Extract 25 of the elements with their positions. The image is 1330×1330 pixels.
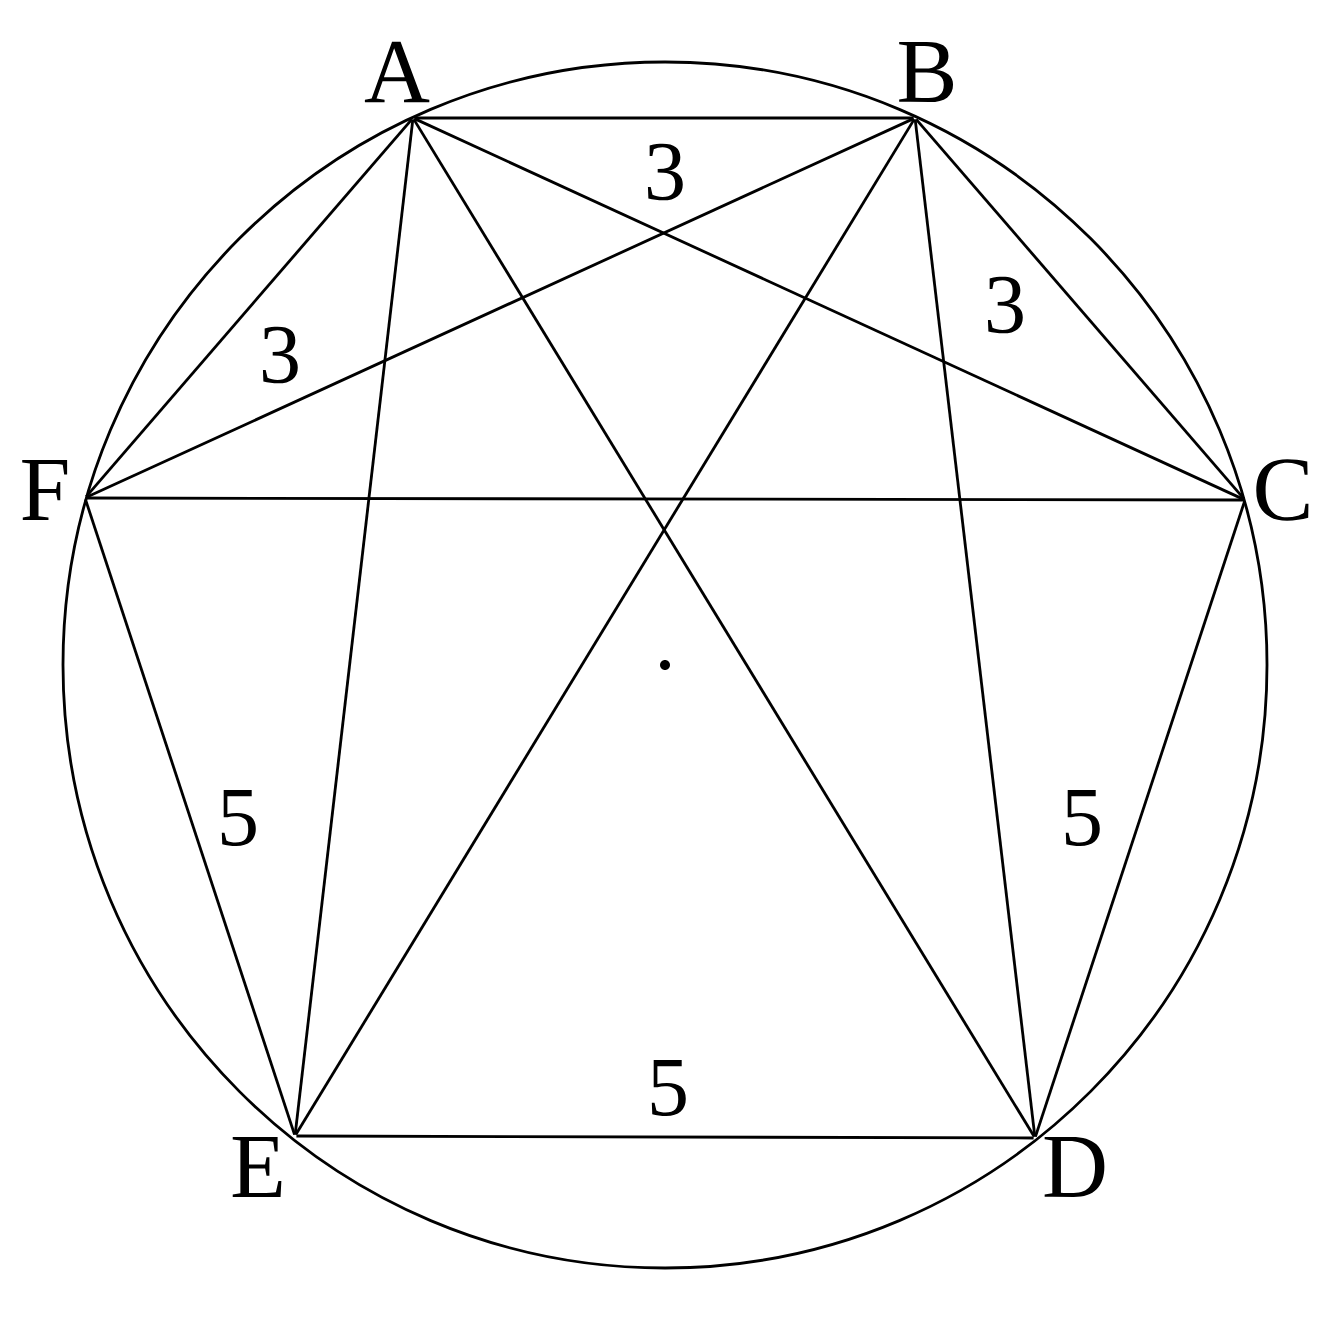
line-segment [1034, 500, 1246, 1138]
vertex-label: B [899, 41, 954, 103]
vertex-label: F [22, 460, 68, 520]
edge-label: 3 [262, 326, 298, 384]
vertex-label: C [1256, 459, 1309, 521]
line-segment [293, 119, 415, 1135]
line-segment [85, 118, 413, 498]
vertex-label: A [364, 41, 430, 103]
edge-label: 3 [987, 276, 1023, 334]
line-segment [915, 118, 1245, 500]
edge-label: 5 [1065, 789, 1100, 847]
edge-label: 3 [647, 143, 683, 201]
line-segment [86, 496, 1244, 502]
line-segment [294, 118, 916, 1136]
line-segment [412, 118, 1036, 1138]
line-segment [85, 117, 915, 499]
edge-label: 5 [651, 1059, 686, 1117]
line-segment [414, 116, 914, 120]
line-segment [84, 498, 296, 1136]
line-segment [413, 117, 1245, 501]
vertex-label: D [1044, 1136, 1105, 1197]
line-segment [296, 1134, 1034, 1140]
line-segment [913, 119, 1037, 1137]
edge-label: 5 [221, 789, 256, 847]
vertex-label: E [232, 1137, 282, 1197]
